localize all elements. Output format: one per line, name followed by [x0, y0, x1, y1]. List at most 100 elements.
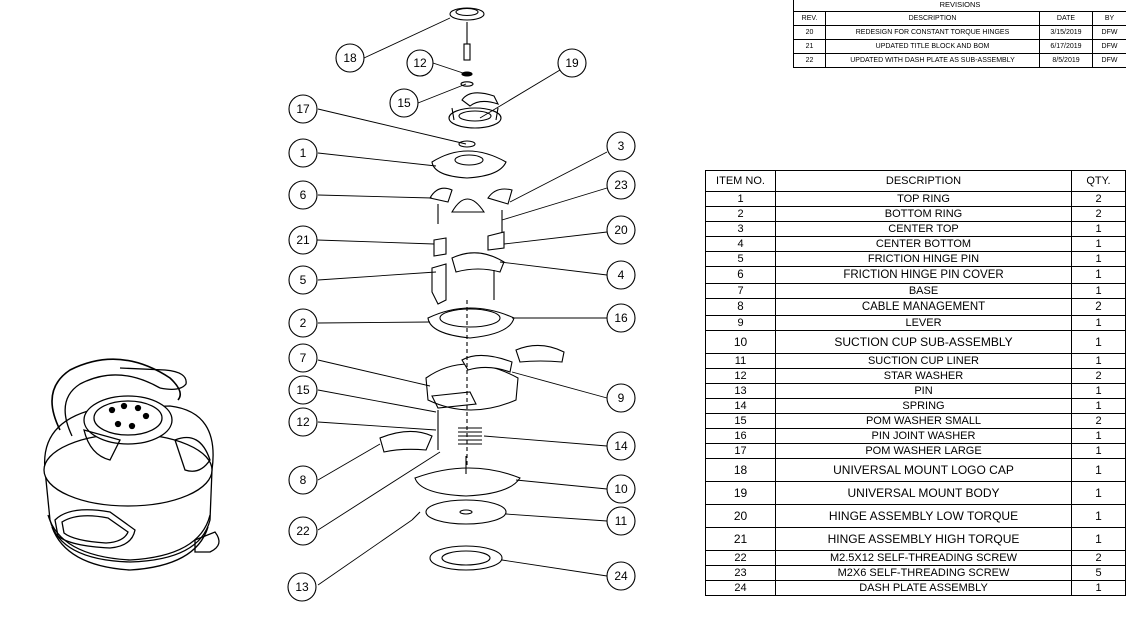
item-qty: 2 — [1071, 413, 1126, 429]
balloon — [288, 94, 318, 124]
revisions-title-row: REVISIONS — [792, 0, 1126, 12]
balloon-label: 20 — [614, 223, 628, 237]
item-description: CENTER BOTTOM — [775, 236, 1072, 252]
balloon-label: 12 — [413, 56, 427, 70]
balloon — [606, 215, 636, 245]
item-description: BASE — [775, 283, 1072, 299]
item-description: HINGE ASSEMBLY LOW TORQUE — [775, 504, 1072, 528]
balloon-label: 22 — [296, 524, 310, 538]
balloon — [287, 572, 317, 602]
balloon — [288, 138, 318, 168]
qty-header: QTY. — [1071, 170, 1126, 192]
item-no: 8 — [705, 298, 776, 316]
item-description: M2.5X12 SELF-THREADING SCREW — [775, 550, 1072, 566]
item-no: 11 — [705, 353, 776, 369]
rev-date: 3/15/2019 — [1039, 25, 1093, 40]
item-description: POM WASHER SMALL — [775, 413, 1072, 429]
item-description: UNIVERSAL MOUNT LOGO CAP — [775, 458, 1072, 482]
item-no: 16 — [705, 428, 776, 444]
item-description: CABLE MANAGEMENT — [775, 298, 1072, 316]
item-qty: 1 — [1071, 458, 1126, 482]
item-description: BOTTOM RING — [775, 206, 1072, 222]
rev-by: DFW — [1091, 39, 1126, 54]
item-no: 3 — [705, 221, 776, 237]
balloon — [606, 170, 636, 200]
revisions-header-row: REV. DESCRIPTION DATE BY — [793, 11, 1126, 26]
balloon-label: 12 — [296, 415, 310, 429]
assembled-mount-view — [43, 358, 220, 571]
balloon-label: 2 — [300, 316, 307, 330]
item-qty: 1 — [1071, 315, 1126, 331]
balloon-label: 10 — [614, 482, 628, 496]
rev-number: 22 — [793, 53, 826, 68]
item-description: LEVER — [775, 315, 1072, 331]
revision-row: 22 UPDATED WITH DASH PLATE AS SUB-ASSEMB… — [793, 53, 1126, 68]
balloon — [557, 48, 587, 78]
item-description: SUCTION CUP LINER — [775, 353, 1072, 369]
balloon-label: 13 — [295, 580, 309, 594]
bom-header-row: ITEM NO. DESCRIPTION QTY. — [705, 170, 1126, 192]
item-no: 9 — [705, 315, 776, 331]
revisions-table: REVISIONS REV. DESCRIPTION DATE BY 20 RE… — [792, 0, 1126, 68]
rev-description-header: DESCRIPTION — [825, 11, 1040, 26]
balloon — [606, 131, 636, 161]
balloon-label: 24 — [614, 569, 628, 583]
item-qty: 2 — [1071, 191, 1126, 207]
item-qty: 1 — [1071, 266, 1126, 284]
rev-number: 21 — [793, 39, 826, 54]
item-qty: 1 — [1071, 443, 1126, 459]
item-no: 15 — [705, 413, 776, 429]
item-qty: 1 — [1071, 283, 1126, 299]
item-no: 23 — [705, 565, 776, 581]
balloon-label: 11 — [615, 514, 628, 528]
item-description: PIN JOINT WASHER — [775, 428, 1072, 444]
item-qty: 1 — [1071, 330, 1126, 354]
rev-date: 6/17/2019 — [1039, 39, 1093, 54]
rev-description: REDESIGN FOR CONSTANT TORQUE HINGES — [825, 25, 1040, 40]
item-qty: 1 — [1071, 504, 1126, 528]
balloon-label: 8 — [300, 473, 307, 487]
rev-by: DFW — [1091, 53, 1126, 68]
item-description: HINGE ASSEMBLY HIGH TORQUE — [775, 527, 1072, 551]
balloon — [288, 265, 318, 295]
balloon — [606, 303, 636, 333]
balloon — [606, 431, 636, 461]
item-qty: 1 — [1071, 221, 1126, 237]
item-no: 5 — [705, 251, 776, 267]
item-qty: 2 — [1071, 550, 1126, 566]
item-no: 19 — [705, 481, 776, 505]
balloon — [288, 225, 318, 255]
item-no: 6 — [705, 266, 776, 284]
balloon — [606, 474, 636, 504]
rev-date: 8/5/2019 — [1039, 53, 1093, 68]
rev-header: REV. — [793, 11, 826, 26]
exploded-parts — [379, 7, 565, 571]
balloon-label: 9 — [618, 391, 625, 405]
item-description: POM WASHER LARGE — [775, 443, 1072, 459]
item-no: 18 — [705, 458, 776, 482]
balloon-label: 7 — [300, 351, 307, 365]
item-qty: 1 — [1071, 428, 1126, 444]
balloon-label: 5 — [300, 273, 307, 287]
item-description: DASH PLATE ASSEMBLY — [775, 580, 1072, 596]
item-qty: 1 — [1071, 353, 1126, 369]
revision-row: 20 REDESIGN FOR CONSTANT TORQUE HINGES 3… — [793, 25, 1126, 40]
balloon-label: 3 — [618, 139, 625, 153]
